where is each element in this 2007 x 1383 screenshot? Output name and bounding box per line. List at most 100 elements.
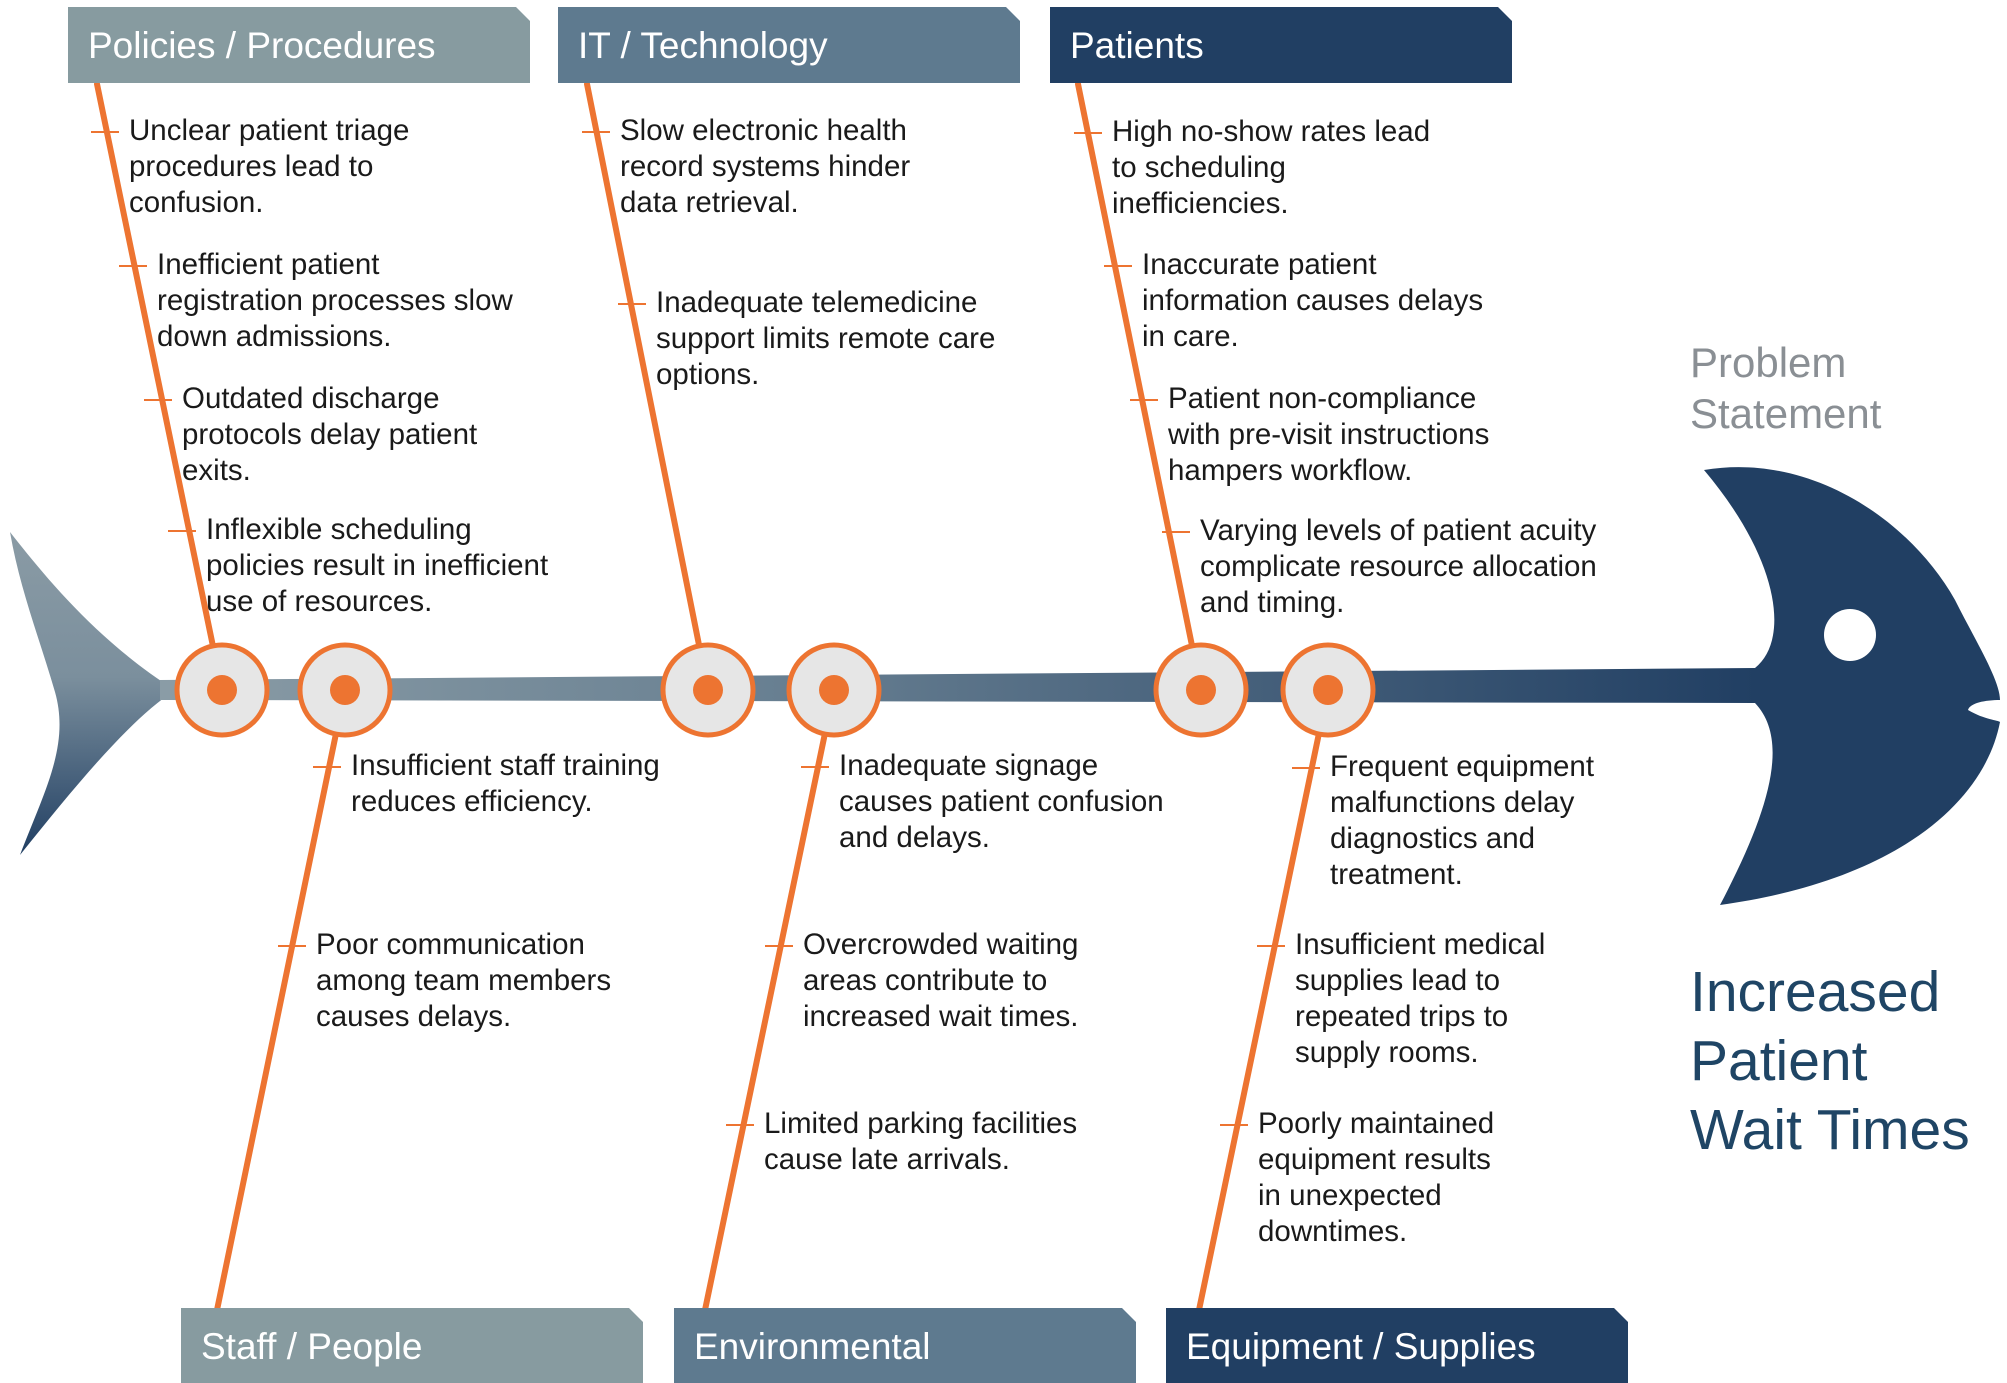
cause-line: malfunctions delay: [1330, 786, 1575, 819]
cause-line: Limited parking facilities: [764, 1107, 1077, 1140]
cause-line: options.: [656, 358, 759, 391]
cause-line: data retrieval.: [620, 186, 799, 219]
problem-title: Increased Patient Wait Times: [1690, 960, 1970, 1162]
fish-head: [1704, 467, 2000, 905]
environmental-banner: [674, 1308, 1136, 1383]
fish-spine: [160, 668, 1755, 703]
fish-eye: [1824, 609, 1876, 661]
cause-line: in care.: [1142, 320, 1239, 353]
cause-line: causes delays.: [316, 1000, 511, 1033]
cause-line: down admissions.: [157, 320, 391, 353]
cause-line: Insufficient medical: [1295, 928, 1545, 961]
cause-line: Slow electronic health: [620, 114, 907, 147]
cause-line: Poorly maintained: [1258, 1107, 1494, 1140]
cause-line: procedures lead to: [129, 150, 373, 183]
cause-line: with pre-visit instructions: [1167, 418, 1489, 451]
cause-line: Insufficient staff training: [351, 749, 660, 782]
it-technology-node-dot: [693, 675, 723, 705]
patients-banner: [1050, 7, 1512, 83]
cause-line: Unclear patient triage: [129, 114, 409, 147]
cause-line: information causes delays: [1142, 284, 1483, 317]
cause-line: inefficiencies.: [1112, 187, 1289, 220]
patients-title: Patients: [1070, 25, 1204, 66]
cause-line: reduces efficiency.: [351, 785, 593, 818]
cause-line: Poor communication: [316, 928, 585, 961]
staff-people-bone: [214, 687, 348, 1313]
cause-line: Varying levels of patient acuity: [1200, 514, 1597, 547]
cause-line: to scheduling: [1112, 151, 1286, 184]
cause-line: in unexpected: [1258, 1179, 1442, 1212]
cause-line: causes patient confusion: [839, 785, 1164, 818]
cause-line: High no-show rates lead: [1112, 115, 1430, 148]
cause-line: policies result in inefficient: [206, 549, 548, 582]
cause-line: hampers workflow.: [1168, 454, 1412, 487]
problem-statement-label: Problem Statement: [1690, 339, 1882, 437]
cause-line: Outdated discharge: [182, 382, 439, 415]
it-technology-bone: [584, 81, 711, 693]
staff-people-title: Staff / People: [201, 1326, 422, 1367]
cause-line: use of resources.: [206, 585, 432, 618]
cause-line: increased wait times.: [803, 1000, 1078, 1033]
cause-line: protocols delay patient: [182, 418, 477, 451]
cause-line: Inaccurate patient: [1142, 248, 1377, 281]
cause-line: Patient non-compliance: [1168, 382, 1476, 415]
it-technology-banner: [558, 7, 1020, 83]
cause-line: and delays.: [839, 821, 990, 854]
environmental-title: Environmental: [694, 1326, 931, 1367]
cause-line: Frequent equipment: [1330, 750, 1594, 783]
staff-people-banner: [181, 1308, 643, 1383]
patients-node-dot: [1186, 675, 1216, 705]
cause-line: areas contribute to: [803, 964, 1047, 997]
policies-procedures-title: Policies / Procedures: [88, 25, 436, 66]
cause-line: registration processes slow: [157, 284, 513, 317]
cause-line: supplies lead to: [1295, 964, 1500, 997]
policies-procedures-node-dot: [207, 675, 237, 705]
equipment-supplies-bone: [1196, 687, 1331, 1313]
cause-line: supply rooms.: [1295, 1036, 1479, 1069]
cause-line: equipment results: [1258, 1143, 1491, 1176]
cause-line: diagnostics and: [1330, 822, 1535, 855]
cause-line: treatment.: [1330, 858, 1463, 891]
cause-line: Inefficient patient: [157, 248, 380, 281]
cause-line: Inflexible scheduling: [206, 513, 472, 546]
cause-line: among team members: [316, 964, 611, 997]
cause-line: complicate resource allocation: [1200, 550, 1597, 583]
patients-bone: [1075, 81, 1204, 693]
cause-line: confusion.: [129, 186, 263, 219]
cause-line: Overcrowded waiting: [803, 928, 1078, 961]
cause-line: support limits remote care: [656, 322, 995, 355]
cause-line: Inadequate signage: [839, 749, 1098, 782]
policies-procedures-bone: [94, 81, 225, 693]
cause-line: repeated trips to: [1295, 1000, 1508, 1033]
equipment-supplies-title: Equipment / Supplies: [1186, 1326, 1536, 1367]
cause-line: Inadequate telemedicine: [656, 286, 977, 319]
staff-people-node-dot: [330, 675, 360, 705]
equipment-supplies-banner: [1166, 1308, 1628, 1383]
fish-tail: [10, 532, 175, 855]
cause-line: cause late arrivals.: [764, 1143, 1010, 1176]
cause-line: exits.: [182, 454, 251, 487]
environmental-node-dot: [819, 675, 849, 705]
cause-line: record systems hinder: [620, 150, 910, 183]
it-technology-title: IT / Technology: [578, 25, 828, 66]
cause-line: and timing.: [1200, 586, 1344, 619]
policies-procedures-banner: [68, 7, 530, 83]
equipment-supplies-node-dot: [1313, 675, 1343, 705]
